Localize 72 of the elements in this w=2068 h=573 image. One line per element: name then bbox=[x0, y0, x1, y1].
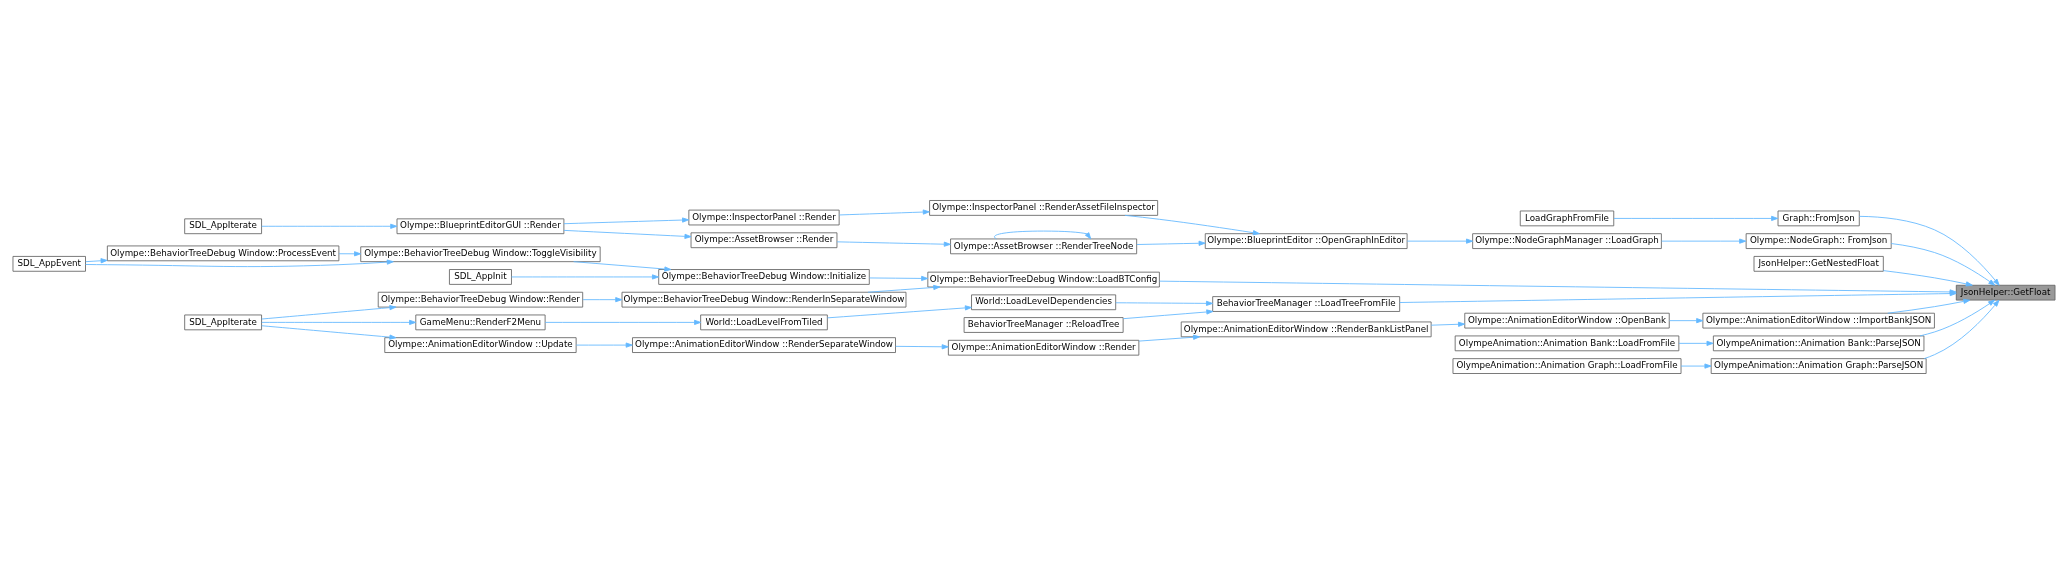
arrow bbox=[836, 240, 951, 247]
arrow bbox=[1124, 214, 1260, 235]
arrow bbox=[1680, 363, 1712, 369]
arrow bbox=[1138, 334, 1201, 341]
node-box: Olympe::AssetBrowser ::Render bbox=[690, 231, 838, 248]
arrow bbox=[1887, 298, 1971, 314]
arrow bbox=[261, 223, 398, 229]
arrow bbox=[261, 324, 397, 340]
arrow bbox=[582, 296, 623, 302]
node-box: Graph::FromJson bbox=[1777, 210, 1860, 226]
node-box: SDL_AppIterate bbox=[184, 217, 262, 234]
node-box: World::LoadLevelDependencies bbox=[971, 293, 1117, 310]
node-box: OlympeAnimation::Animation Graph::LoadFromFile bbox=[1452, 357, 1682, 374]
arrow bbox=[85, 257, 108, 263]
node-box: Olympe::AnimationEditorWindow ::Render bbox=[947, 339, 1140, 356]
arrow bbox=[261, 319, 417, 325]
arrow bbox=[1136, 240, 1206, 246]
node-box: Olympe::AnimationEditorWindow ::ImportBankJSON bbox=[1702, 312, 1935, 328]
node-box: Olympe::BehaviorTreeDebug Window::RenderInSeparateWindow bbox=[621, 291, 907, 308]
arrow bbox=[1669, 317, 1704, 323]
node-box: Olympe::BlueprintEditor ::OpenGraphInEditor bbox=[1204, 232, 1408, 249]
arrow bbox=[1115, 300, 1213, 306]
arrow bbox=[1883, 269, 1973, 286]
arrow bbox=[1890, 242, 1996, 286]
node-box: OlympeAnimation::Animation Bank::ParseJSON bbox=[1712, 335, 1925, 351]
arrow bbox=[575, 342, 633, 348]
node-box: Olympe::BehaviorTreeDebug Window::Initialize bbox=[658, 268, 870, 285]
arrow bbox=[544, 319, 702, 325]
arrow bbox=[1123, 308, 1214, 319]
node-box: SDL_AppEvent bbox=[12, 255, 86, 272]
node-box: Olympe::BehaviorTreeDebug Window::LoadBTConfig bbox=[927, 271, 1160, 287]
arrow bbox=[869, 275, 929, 281]
arrow bbox=[511, 273, 659, 280]
node-box: Olympe::BlueprintEditorGUI ::Render bbox=[396, 217, 565, 234]
node-box: LoadGraphFromFile bbox=[1519, 210, 1615, 226]
node-box: OlympeAnimation::Animation Bank::LoadFromFile bbox=[1454, 335, 1680, 351]
arrow bbox=[867, 284, 941, 293]
arrow bbox=[573, 260, 672, 272]
node-box: Olympe::AnimationEditorWindow ::RenderSeparateWindow bbox=[632, 336, 896, 353]
arrow bbox=[1661, 238, 1747, 244]
node-box: BehaviorTreeManager ::LoadTreeFromFile bbox=[1212, 295, 1401, 312]
node-box: Olympe::InspectorPanel ::Render bbox=[688, 209, 840, 225]
node-box: SDL_AppIterate bbox=[184, 314, 262, 330]
arrow bbox=[1858, 215, 2000, 286]
node-box: SDL_AppInit bbox=[449, 268, 512, 285]
arrow bbox=[338, 250, 362, 256]
node-box: Olympe::AssetBrowser ::RenderTreeNode bbox=[950, 238, 1138, 254]
node-box: Olympe::BehaviorTreeDebug Window::ProcessEvent bbox=[106, 245, 340, 261]
node-box: Olympe::AnimationEditorWindow ::RenderBankListPanel bbox=[1180, 321, 1432, 337]
arrow bbox=[1919, 299, 1996, 336]
arrow bbox=[1406, 238, 1474, 244]
node-box: JsonHelper::GetFloat bbox=[1955, 284, 2056, 301]
arrow bbox=[838, 208, 930, 215]
arrow bbox=[1613, 215, 1779, 221]
arrow bbox=[1678, 340, 1714, 346]
node-box: World::LoadLevelFromTiled bbox=[700, 314, 828, 330]
arrow bbox=[1923, 299, 2000, 359]
node-box: GameMenu::RenderF2Menu bbox=[415, 314, 546, 330]
node-box: Olympe::NodeGraphManager ::LoadGraph bbox=[1472, 232, 1662, 249]
node-box: Olympe::NodeGraph:: FromJson bbox=[1745, 232, 1892, 249]
node-box: Olympe::AnimationEditorWindow ::OpenBank bbox=[1464, 312, 1670, 328]
node-box: Olympe::InspectorPanel ::RenderAssetFileInspector bbox=[929, 199, 1159, 216]
arrow bbox=[563, 229, 692, 239]
node-box: BehaviorTreeManager ::ReloadTree bbox=[963, 316, 1124, 333]
node-box: JsonHelper::GetNestedFloat bbox=[1753, 255, 1884, 272]
node-box: Olympe::BehaviorTreeDebug Window::ToggleVisibility bbox=[360, 245, 601, 262]
arrow bbox=[563, 216, 690, 224]
arrow bbox=[1430, 321, 1466, 327]
arrow bbox=[261, 304, 397, 319]
node-box: OlympeAnimation::Animation Graph::ParseJSON bbox=[1710, 357, 1927, 374]
arrow bbox=[895, 343, 949, 349]
arrow bbox=[85, 259, 394, 267]
